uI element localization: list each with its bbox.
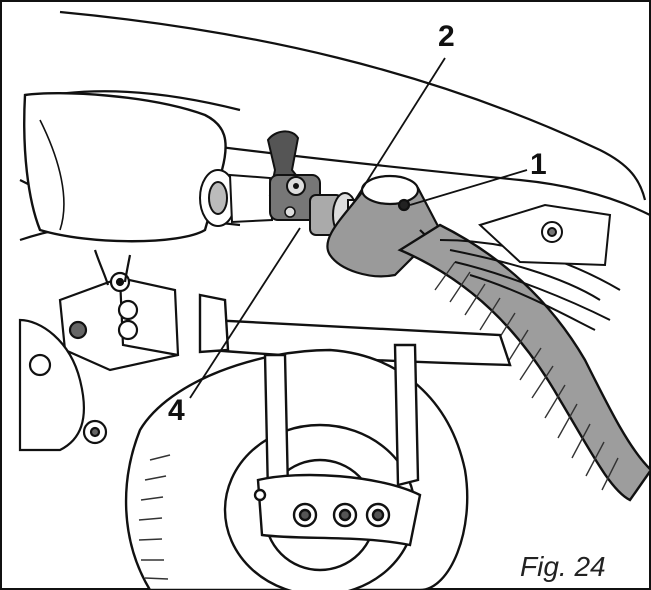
callout-leaders	[189, 57, 528, 399]
callout-number-1: 1	[530, 148, 547, 181]
figure-caption: Fig. 24	[520, 551, 606, 582]
engine-outlet-coupling	[199, 169, 274, 227]
mounting-bracket	[478, 203, 612, 267]
left-plate	[18, 318, 108, 452]
relay-box	[58, 249, 180, 372]
leader-line-2	[351, 57, 446, 206]
engine-housing	[23, 92, 227, 243]
corrugated-hose	[397, 223, 651, 502]
callout-number-2: 2	[438, 20, 455, 53]
wheel-fork	[253, 343, 422, 547]
callout-number-4: 4	[168, 394, 185, 427]
leader-line-4	[189, 227, 301, 399]
leader-line-1	[409, 169, 528, 206]
